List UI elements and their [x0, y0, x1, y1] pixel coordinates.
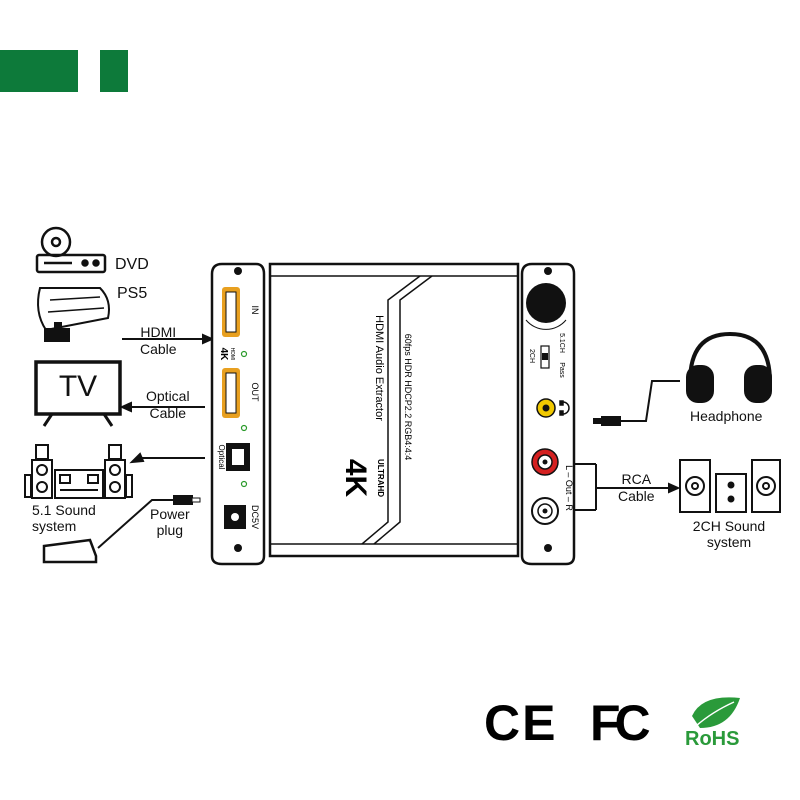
label-dc5v: DC5V: [250, 505, 260, 529]
left-panel-hdmi-logo: HDMI: [229, 348, 235, 361]
sound-system-2ch-icon: [679, 459, 781, 513]
label-51-sound: 5.1 Sound system: [32, 502, 96, 535]
hdmi-cable-line: [122, 333, 215, 345]
sound51-line1: 5.1 Sound: [32, 502, 96, 518]
tv-screen-text: TV: [58, 370, 98, 403]
rohs-mark-icon: RoHS: [685, 697, 740, 750]
optical-cable-line: [119, 401, 205, 413]
headphone-icon: [686, 331, 772, 403]
switch-label-51: 5.1CH: [558, 333, 565, 353]
label-2ch-sound: 2CH Sound system: [688, 518, 770, 551]
headphone-jack[interactable]: [536, 398, 556, 418]
product-ultrahd-logo: ULTRAHD: [376, 459, 385, 497]
sound51-line2: system: [32, 518, 77, 535]
optical-cable-line1: Optical: [146, 388, 190, 404]
switch-label-2ch: 2CH: [528, 349, 535, 363]
hdmi-out-port[interactable]: [222, 368, 240, 418]
power-plug-line2: plug: [156, 522, 184, 539]
sound2ch-line2: system: [706, 534, 752, 551]
label-ps5: PS5: [117, 285, 148, 302]
product-spec: 60fps HDR HDCP2.2 RGB4:4:4: [403, 334, 413, 461]
dc-power-port[interactable]: [224, 505, 246, 529]
mode-switch[interactable]: [540, 345, 550, 369]
label-hdmi-cable: HDMI Cable: [140, 324, 177, 358]
label-in: IN: [250, 306, 260, 315]
device-top-view: 4K ULTRAHD HDMI Audio Extractor 60fps HD…: [268, 262, 520, 558]
left-panel: IN OUT Optical DC5V 4K HDMI: [210, 262, 266, 566]
fc-mark: FC: [590, 695, 650, 751]
switch-label-pass: Pass: [558, 362, 565, 378]
rca-cable-line: [574, 463, 681, 511]
label-headphone: Headphone: [690, 408, 763, 424]
sound51-cable-line: [129, 452, 205, 464]
hdmi-in-port[interactable]: [222, 287, 240, 337]
label-rca-cable: RCA Cable: [618, 471, 655, 505]
fc-mark-icon: FC: [590, 695, 656, 751]
tv-icon: [34, 360, 122, 427]
rca-cable-line2: Cable: [618, 488, 655, 505]
label-optical-cable: Optical Cable: [146, 388, 190, 422]
dvd-icon: [35, 226, 107, 274]
left-panel-4k-logo: 4K: [218, 348, 229, 362]
headphone-symbol-icon: [559, 400, 570, 416]
rohs-mark: RoHS: [685, 728, 739, 750]
power-adapter-icon: [42, 538, 98, 564]
power-cable-line: [97, 495, 201, 549]
volume-knob[interactable]: [525, 283, 567, 330]
product-name: HDMI Audio Extractor: [373, 315, 385, 421]
label-optical: Optical: [217, 445, 226, 470]
hdmi-cable-line1: HDMI: [140, 324, 177, 340]
product-4k-logo: 4K: [339, 459, 372, 498]
header-bar-narrow: [100, 50, 128, 92]
ce-mark-icon: CE: [484, 695, 557, 751]
rca-right-port[interactable]: [531, 448, 559, 476]
header-bar-wide: [0, 50, 78, 92]
power-plug-line1: Power: [150, 506, 190, 522]
headphone-cable-line: [593, 380, 680, 426]
label-power-plug: Power plug: [150, 506, 190, 539]
sound-system-51-icon: [24, 444, 133, 499]
label-out: OUT: [250, 383, 260, 403]
label-dvd: DVD: [115, 256, 149, 273]
rca-cable-line1: RCA: [621, 471, 652, 487]
right-panel: 2CH Pass 5.1CH L – Out – R: [520, 262, 576, 566]
rca-left-port[interactable]: [531, 497, 559, 525]
ps5-icon: [37, 287, 110, 342]
optical-cable-line2: Cable: [149, 405, 187, 422]
sound2ch-line1: 2CH Sound: [692, 518, 766, 534]
optical-port[interactable]: [226, 443, 250, 471]
ce-mark: CE: [484, 695, 557, 751]
hdmi-cable-line2: Cable: [140, 341, 177, 358]
rca-port-label: L – Out – R: [564, 465, 574, 511]
